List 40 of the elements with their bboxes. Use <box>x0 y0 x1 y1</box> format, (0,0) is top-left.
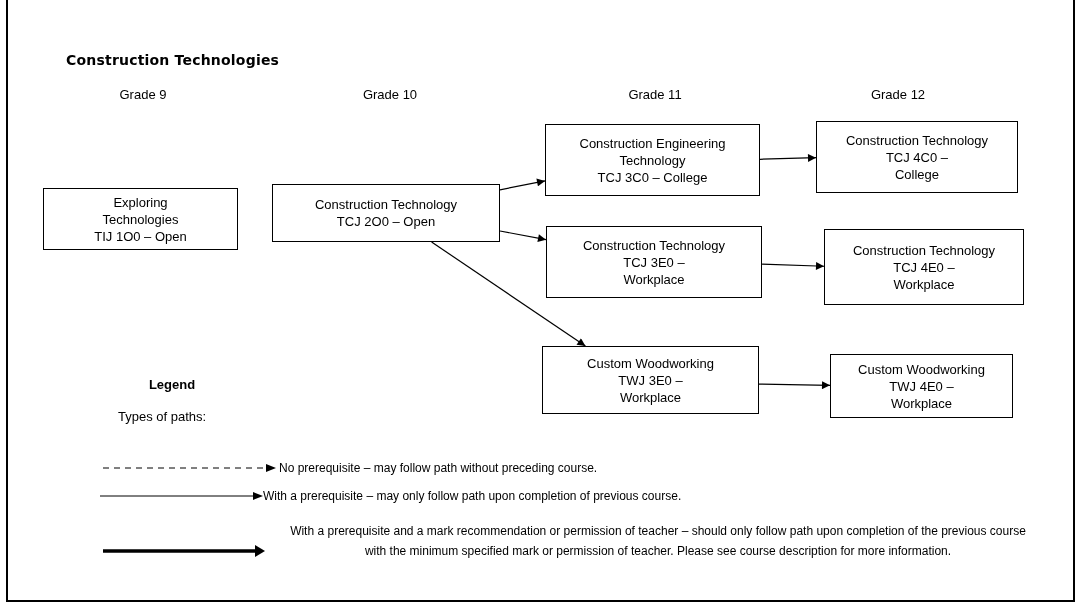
course-box <box>545 124 760 196</box>
column-heading: Grade 9 <box>119 87 167 102</box>
legend-subtitle: Types of paths: <box>118 409 207 424</box>
course-code: TIJ 1O0 – Open <box>94 227 187 245</box>
course-name: Custom Woodworking <box>587 354 714 372</box>
column-heading: Grade 10 <box>362 87 418 102</box>
arrow <box>499 178 546 191</box>
arrow <box>759 153 817 162</box>
arrow <box>431 241 586 347</box>
course-name: Construction Technology <box>582 236 726 254</box>
course-box <box>816 121 1018 193</box>
course-code: TCJ 4E0 – Workplace <box>892 258 956 293</box>
legend-text: With a prerequisite and a mark recommendation or permission of teacher – should only follow path upon completion of the previous course with the minimum specified mark or permission of teacher. Please see course description for more information. <box>289 523 1027 560</box>
legend-title: Legend <box>148 377 196 392</box>
course-name: Custom Woodworking <box>858 360 985 378</box>
course-code: TCJ 3E0 – Workplace <box>622 253 686 288</box>
course-name: Construction Technology <box>314 196 458 213</box>
arrow <box>761 261 825 270</box>
course-box <box>546 226 762 298</box>
arrow <box>499 230 547 243</box>
course-name: Exploring Technologies <box>101 193 180 228</box>
course-code: TCJ 2O0 – Open <box>336 213 436 230</box>
course-box <box>272 184 500 242</box>
column-heading: Grade 11 <box>628 87 682 102</box>
legend-text: With a prerequisite – may only follow path upon completion of previous course. <box>263 488 683 505</box>
course-code: TWJ 3E0 – Workplace <box>617 371 684 406</box>
course-name: Construction Technology <box>852 241 996 259</box>
course-code: TWJ 4E0 – Workplace <box>888 377 955 412</box>
course-box <box>542 346 759 414</box>
course-box <box>43 188 238 250</box>
course-box <box>824 229 1024 305</box>
course-name: Construction Technology <box>845 131 989 149</box>
course-code: TCJ 4C0 – College <box>884 148 950 183</box>
course-code: TCJ 3C0 – College <box>597 168 708 186</box>
column-heading: Grade 12 <box>870 87 926 102</box>
course-name: Construction Engineering Technology <box>578 134 727 169</box>
diagram-title: Construction Technologies <box>66 52 280 68</box>
course-box <box>830 354 1013 418</box>
legend-text: No prerequisite – may follow path without preceding course. <box>279 460 599 477</box>
arrow <box>758 381 831 390</box>
